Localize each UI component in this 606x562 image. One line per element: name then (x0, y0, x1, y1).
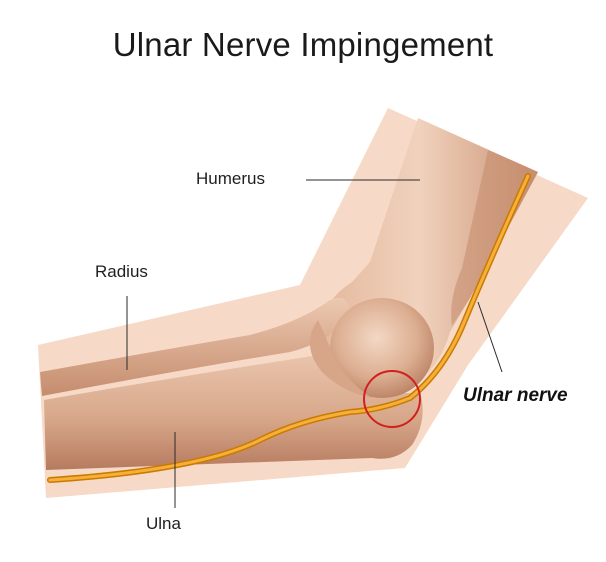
ulnar-nerve-leader-line (477, 301, 503, 373)
diagram-title: Ulnar Nerve Impingement (112, 26, 494, 63)
ulna-bone (44, 355, 423, 470)
ulnar-nerve-highlight (48, 174, 530, 482)
humerus-shadow (451, 150, 538, 326)
radius-bone (40, 297, 350, 396)
olecranon (309, 320, 372, 398)
humerus-label: Humerus (196, 169, 265, 188)
ulna-label: Ulna (146, 514, 181, 533)
humerus-condyle (330, 298, 434, 398)
radius-label: Radius (95, 262, 148, 281)
impingement-circle (363, 370, 421, 428)
ulnar-nerve-label: Ulnar nerve (463, 385, 568, 406)
